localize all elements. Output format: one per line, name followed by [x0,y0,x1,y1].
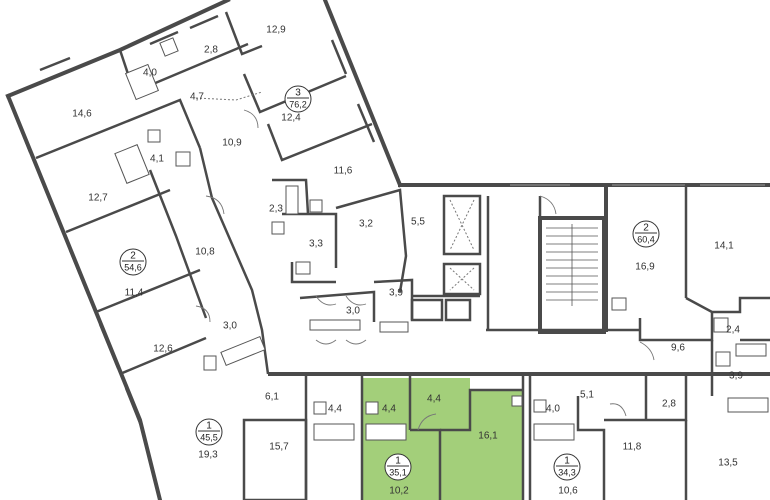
apartment-total-area: 45,5 [200,432,218,442]
room-area-label: 19,3 [198,450,218,461]
room-area-label: 3,0 [223,321,237,332]
apartment-badge[interactable]: 260,4 [632,220,660,248]
room-area-label: 15,7 [269,442,289,453]
room-area-label: 10,8 [195,247,215,258]
room-area-label: 10,6 [558,486,578,497]
room-area-label: 4,4 [328,404,342,415]
right-wing [242,183,770,500]
room-area-label: 3,9 [729,371,743,382]
apartment-badge[interactable]: 376,2 [284,85,312,113]
apartment-badge-circle [195,418,223,446]
room-area-label: 12,9 [266,25,286,36]
room-area-label: 14,1 [714,241,734,252]
apartment-room-count: 1 [395,456,401,467]
room-area-label: 6,1 [265,392,279,403]
apartment-total-area: 54,6 [124,262,142,272]
apartment-total-area: 76,2 [289,99,307,109]
room-area-label: 16,9 [635,262,655,273]
room-area-label: 5,5 [411,217,425,228]
room-area-label: 11,4 [125,288,144,299]
apartment-badge-circle [384,453,412,481]
apartment-total-area: 35,1 [389,467,407,477]
apartment-room-count: 2 [643,223,649,234]
apartment-badge[interactable]: 145,5 [195,418,223,446]
room-area-label: 4,0 [143,68,157,79]
apartment-badge[interactable]: 254,6 [119,248,147,276]
room-area-label: 3,3 [309,239,323,250]
room-area-label: 9,6 [671,343,685,354]
room-area-label: 4,0 [546,404,560,415]
room-area-label: 4,4 [382,404,396,415]
room-area-label: 4,1 [150,154,164,165]
room-area-label: 12,6 [153,344,173,355]
apartment-total-area: 60,4 [637,234,655,244]
left-wing [5,0,414,500]
apartment-badge[interactable]: 135,1 [384,453,412,481]
apartment-room-count: 2 [130,251,136,262]
room-area-label: 10,9 [222,138,242,149]
apartment-badge[interactable]: 134,3 [553,453,581,481]
room-area-label: 11,6 [334,166,353,177]
apartment-room-count: 1 [564,456,570,467]
room-area-label: 3,0 [346,306,360,317]
apartment-badge-circle [284,85,312,113]
room-area-label: 16,1 [478,431,498,442]
apartment-room-count: 1 [206,421,212,432]
apartment-badge-circle [632,220,660,248]
room-area-label: 4,7 [190,92,204,103]
room-area-label: 13,5 [718,458,738,469]
apartment-badge-circle [553,453,581,481]
room-area-label: 12,7 [88,193,108,204]
room-area-label: 2,4 [726,325,740,336]
room-area-label: 2,3 [269,204,283,215]
room-area-label: 10,2 [389,486,409,497]
room-area-label: 2,8 [204,45,218,56]
room-area-label: 5,1 [580,390,594,401]
room-area-label: 3,9 [389,288,403,299]
room-area-label: 2,8 [662,399,676,410]
room-area-label: 4,4 [427,394,441,405]
room-area-label: 14,6 [72,109,92,120]
apartment-total-area: 34,3 [558,467,576,477]
apartment-badge-circle [119,248,147,276]
room-area-label: 12,4 [281,113,301,124]
room-area-label: 3,2 [359,219,373,230]
apartment-room-count: 3 [295,88,301,99]
room-area-label: 11,8 [623,442,642,453]
